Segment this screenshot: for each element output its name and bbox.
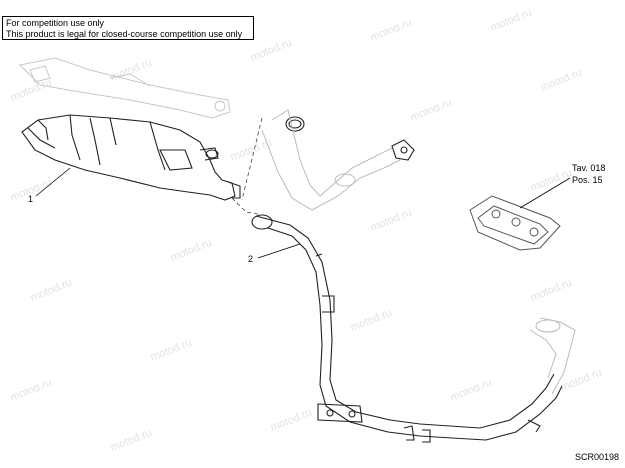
leader-ref — [519, 177, 571, 209]
watermark: motod.ru — [409, 97, 454, 124]
exhaust-pipe-part-2 — [251, 214, 563, 443]
notice-line-1: For competition use only — [6, 18, 105, 28]
drawing-code: SCR00198 — [574, 452, 619, 462]
link-pipe-ghost — [261, 109, 401, 211]
leader-part-1 — [35, 167, 71, 197]
watermark: motod.ru — [169, 237, 214, 264]
watermark: motod.ru — [369, 17, 414, 44]
watermark: motod.ru — [489, 7, 534, 34]
watermark: motod.ru — [29, 277, 74, 304]
watermark: motod.ru — [539, 67, 584, 94]
silencer-part-1 — [21, 114, 241, 201]
leader-part-2 — [257, 243, 301, 259]
clamp-ring — [285, 116, 305, 132]
callout-ref-table: Tav. 018 — [572, 163, 606, 173]
flange-clamp — [391, 139, 415, 161]
callout-part-2: 2 — [248, 254, 254, 264]
watermark: motod.ru — [109, 427, 154, 454]
watermark: motod.ru — [9, 77, 54, 104]
callout-ref-pos: Pos. 15 — [572, 175, 603, 185]
watermark: motod.ru — [229, 137, 274, 164]
leader-lines — [35, 167, 571, 259]
watermark: motod.ru — [269, 407, 314, 434]
watermark: motod.ru — [369, 207, 414, 234]
alignment-guides — [231, 117, 263, 215]
header-pipe-ghost — [529, 317, 576, 395]
watermark: motod.ru — [349, 307, 394, 334]
watermark: motod.ru — [9, 377, 54, 404]
notice-line-2: This product is legal for closed-course … — [6, 29, 243, 39]
watermark-layer: motod.ru motod.ru motod.ru motod.ru moto… — [9, 7, 604, 454]
gasket-plate — [469, 195, 561, 251]
watermark: motod.ru — [149, 337, 194, 364]
watermark: motod.ru — [529, 277, 574, 304]
watermark: motod.ru — [449, 377, 494, 404]
watermark: motod.ru — [249, 37, 294, 64]
competition-notice: For competition use only This product is… — [2, 16, 254, 40]
callout-part-1: 1 — [28, 194, 34, 204]
watermark: motod.ru — [559, 367, 604, 394]
frame-bracket-ghost — [18, 57, 231, 119]
